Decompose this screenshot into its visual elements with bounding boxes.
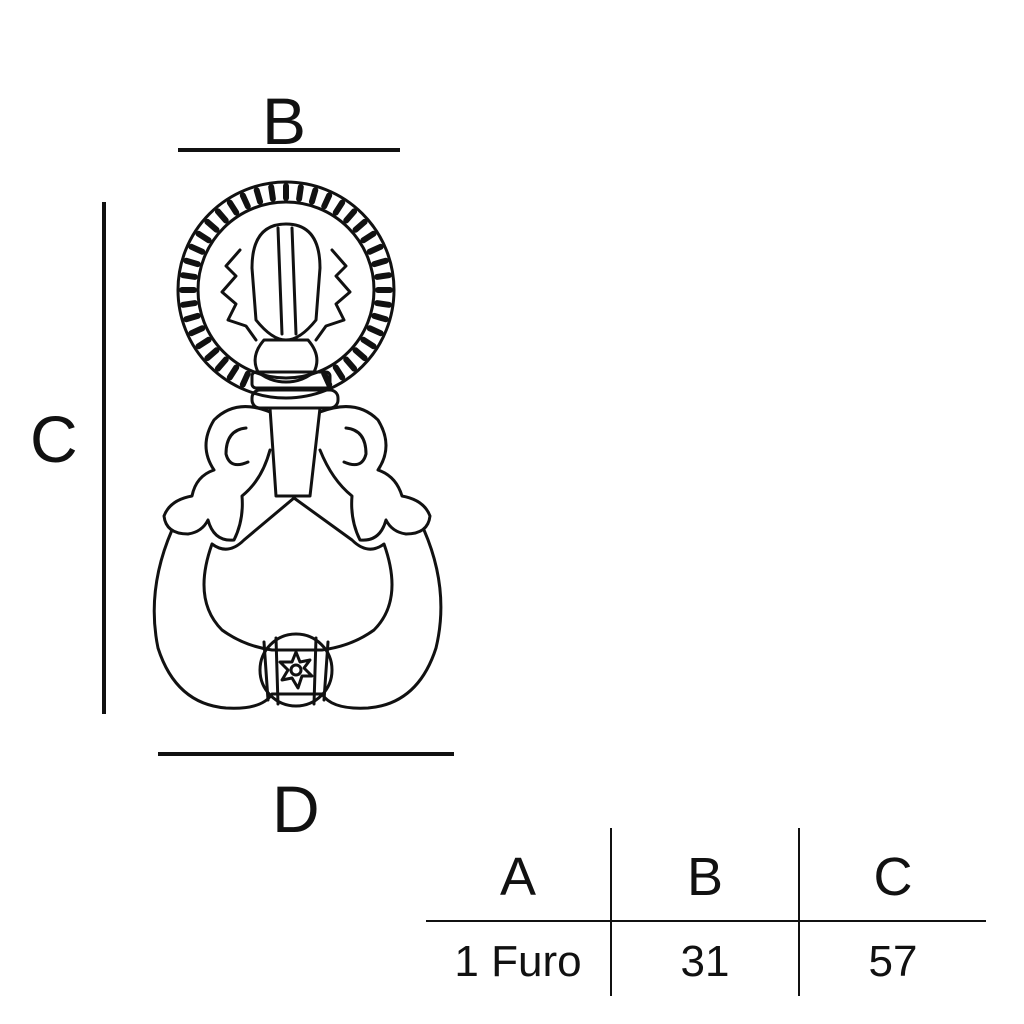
- rosette-tooth: [180, 272, 198, 280]
- rosette-tooth: [360, 336, 377, 350]
- table-col-divider-1: [610, 828, 612, 996]
- rosette-tooth: [180, 300, 198, 308]
- rosette-outer-ring: [176, 180, 396, 400]
- rosette-tooth: [360, 230, 377, 244]
- rosette-tooth: [188, 325, 206, 337]
- rosette-inner-ring: [196, 200, 376, 380]
- dimension-line-b: [178, 148, 400, 152]
- table-col-divider-2: [798, 828, 800, 996]
- boss-star-center: [289, 663, 303, 677]
- rosette-tooth: [308, 187, 319, 205]
- boss-star-emblem: [278, 650, 314, 690]
- rosette-tooth: [204, 347, 220, 362]
- ring-inner: [202, 496, 394, 652]
- rosette-tooth: [366, 243, 384, 255]
- left-scroll: [162, 405, 272, 542]
- table-value-a: 1 Furo: [454, 937, 582, 986]
- rosette-tooth: [204, 218, 220, 233]
- boss-band-right: [312, 636, 330, 706]
- rosette-tooth: [195, 230, 212, 244]
- table-value-c: 57: [868, 937, 918, 986]
- dimension-line-c: [102, 202, 106, 714]
- stem: [268, 406, 322, 498]
- dimension-label-d: D: [272, 772, 320, 846]
- neck-knob: [253, 338, 319, 384]
- rosette-tooth: [268, 184, 276, 202]
- table-header-b: B: [686, 847, 724, 907]
- rosette-tooth: [226, 199, 240, 216]
- rosette-tooth: [183, 312, 201, 323]
- rosette-tooth: [239, 192, 251, 210]
- rosette-tooth: [366, 325, 384, 337]
- rosette-tooth: [239, 370, 251, 388]
- rosette-tooth: [214, 208, 229, 224]
- table-header-a: A: [499, 847, 537, 907]
- rosette-tooth: [343, 208, 358, 224]
- boss-band-left: [262, 636, 280, 706]
- dimension-label-c: C: [30, 402, 78, 476]
- screw-slot: [276, 226, 298, 336]
- rosette-tooth: [374, 272, 392, 280]
- right-scroll-curl: [342, 426, 368, 467]
- spec-table: A B C 1 Furo 31 57: [426, 828, 986, 996]
- ring-outer: [152, 528, 443, 710]
- dimension-label-b: B: [262, 84, 307, 158]
- dimension-line-d: [158, 752, 454, 756]
- left-scroll-curl: [224, 426, 250, 467]
- neck-collar: [250, 370, 332, 390]
- rosette-tooth: [374, 300, 392, 308]
- rosette-tooth: [214, 356, 229, 372]
- rosette-tooth: [352, 218, 368, 233]
- table-header-c: C: [873, 847, 913, 907]
- screw-head: [250, 222, 322, 342]
- bottom-boss: [258, 632, 334, 708]
- rosette-tooth: [332, 199, 346, 216]
- rosette-tooth: [321, 370, 333, 388]
- rosette-tooth: [296, 184, 304, 202]
- rosette-tooth: [183, 257, 201, 268]
- table-value-b: 31: [680, 937, 730, 986]
- rosette-teeth: [179, 183, 393, 388]
- rosette-tooth: [352, 347, 368, 362]
- rosette-tooth: [343, 356, 358, 372]
- rosette-tooth: [371, 312, 389, 323]
- rosette-tooth: [332, 364, 346, 381]
- rosette-tooth: [195, 336, 212, 350]
- right-scroll: [318, 405, 432, 542]
- neck-base: [250, 388, 340, 410]
- rosette-tooth: [253, 187, 264, 205]
- rosette-tooth: [188, 243, 206, 255]
- rosette-tooth: [371, 257, 389, 268]
- rosette-petals: [220, 248, 352, 342]
- rosette-tooth: [226, 364, 240, 381]
- table-header-divider: [426, 920, 986, 922]
- rosette-tooth: [321, 192, 333, 210]
